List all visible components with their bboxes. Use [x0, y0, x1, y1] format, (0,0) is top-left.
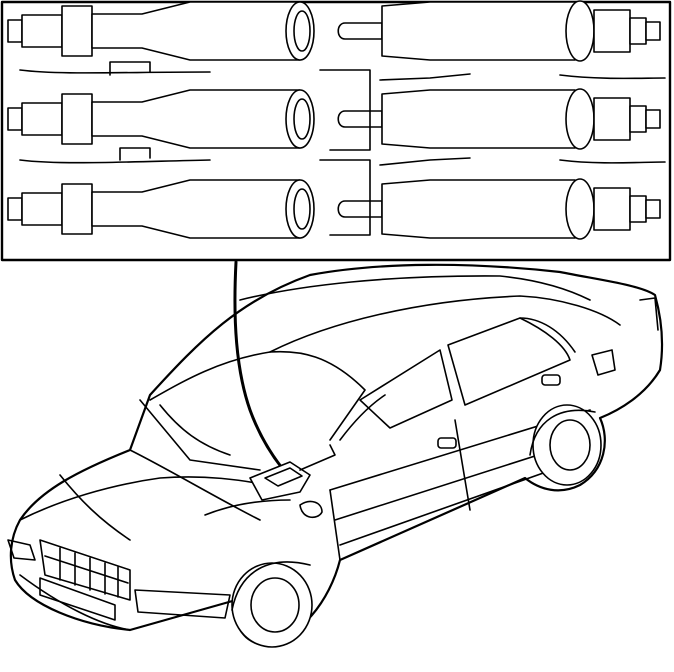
left-boot [21, 102, 63, 136]
right-face [565, 178, 595, 240]
left-collar [61, 5, 93, 57]
right-body [381, 1, 576, 61]
connector-location-icon [249, 444, 336, 501]
connector-pairs-icon [7, 0, 661, 240]
left-connector [7, 89, 315, 149]
right-wire-stub [645, 199, 661, 219]
right-boot [629, 105, 647, 133]
right-body [381, 179, 576, 239]
rear-wheel [532, 404, 602, 486]
grille [39, 539, 131, 601]
right-connector [381, 178, 661, 240]
connector-pair-1 [7, 0, 661, 62]
left-connector [7, 179, 315, 239]
front-wheel [231, 562, 313, 648]
sedan-car-icon [7, 263, 664, 648]
door-handle-rear [541, 374, 561, 386]
connector-pair-3 [7, 178, 661, 240]
right-connector [381, 0, 661, 62]
right-face [565, 0, 595, 62]
left-face-inner [293, 188, 311, 230]
right-body [381, 89, 576, 149]
door-handle-front [437, 437, 457, 449]
leader-line [233, 260, 284, 470]
right-wire-stub [645, 21, 661, 41]
side-mirror [299, 500, 323, 519]
connector-inset [0, 0, 672, 262]
right-collar [593, 97, 631, 141]
left-face-inner [293, 98, 311, 140]
left-boot [21, 14, 63, 48]
right-boot [629, 17, 647, 45]
contact-pin [337, 22, 383, 40]
left-wire-stub [7, 19, 23, 43]
left-wire-stub [7, 197, 23, 221]
right-face [565, 88, 595, 150]
left-face-inner [293, 10, 311, 52]
left-collar [61, 183, 93, 235]
contact-pin [337, 110, 383, 128]
right-collar [593, 9, 631, 53]
left-boot [21, 192, 63, 226]
headlight [134, 589, 231, 619]
right-collar [593, 187, 631, 231]
left-wire-stub [7, 107, 23, 131]
right-connector [381, 88, 661, 150]
right-wire-stub [645, 109, 661, 129]
contact-pin [337, 200, 383, 218]
connector-pair-2 [7, 88, 661, 150]
inset-wires [19, 61, 666, 236]
right-boot [629, 195, 647, 223]
left-collar [61, 93, 93, 145]
left-connector [7, 1, 315, 61]
